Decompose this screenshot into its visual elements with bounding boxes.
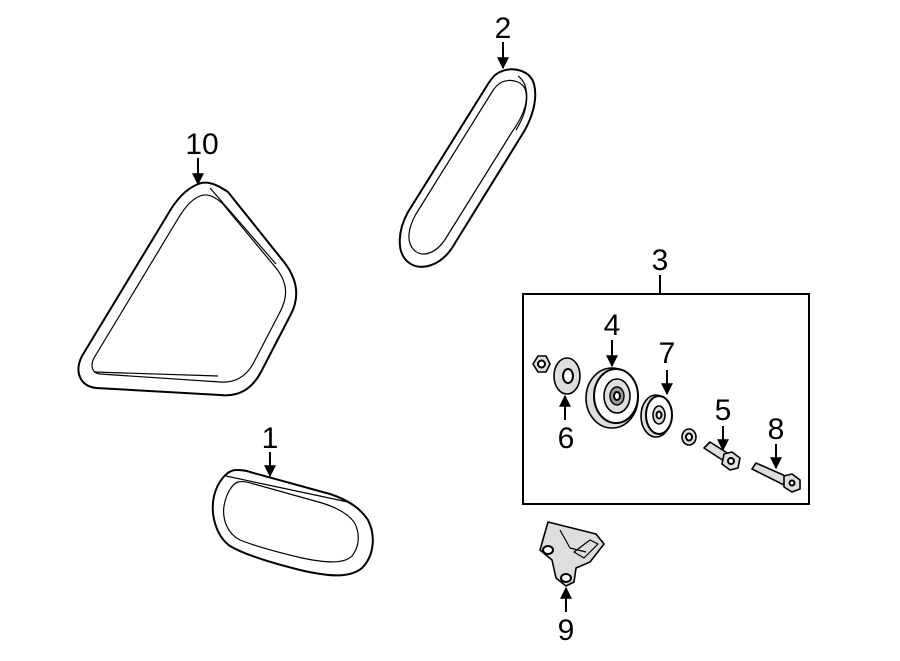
- callout-3[interactable]: 3: [652, 244, 669, 277]
- spacer[interactable]: [681, 428, 697, 446]
- part-9-tensioner-bracket[interactable]: [539, 521, 605, 587]
- callout-7[interactable]: 7: [659, 337, 676, 370]
- part-4-idler-pulley[interactable]: [585, 367, 639, 429]
- callout-4[interactable]: 4: [604, 309, 621, 342]
- callout-6[interactable]: 6: [558, 422, 575, 455]
- callout-8[interactable]: 8: [768, 413, 785, 446]
- callout-1[interactable]: 1: [262, 422, 279, 455]
- callout-10[interactable]: 10: [185, 128, 218, 161]
- callout-leaders: [192, 42, 782, 612]
- part-8-long-bolt[interactable]: [751, 462, 801, 493]
- callout-2[interactable]: 2: [495, 12, 512, 45]
- part-7-pulley-plate[interactable]: [640, 394, 673, 438]
- part-5-bolt[interactable]: [703, 441, 741, 471]
- part-10-serpentine-belt[interactable]: [77, 181, 298, 397]
- part-6-washer[interactable]: [553, 357, 581, 395]
- nut[interactable]: [532, 355, 551, 373]
- callout-9[interactable]: 9: [558, 614, 575, 647]
- part-3-tensioner-assembly-box[interactable]: [522, 293, 810, 505]
- part-1-ac-belt[interactable]: [211, 469, 374, 577]
- callout-numbers: 10 2 1 3 4 7 6 5 8 9: [185, 12, 784, 647]
- part-2-drive-belt[interactable]: [398, 68, 537, 268]
- callout-5[interactable]: 5: [715, 394, 732, 427]
